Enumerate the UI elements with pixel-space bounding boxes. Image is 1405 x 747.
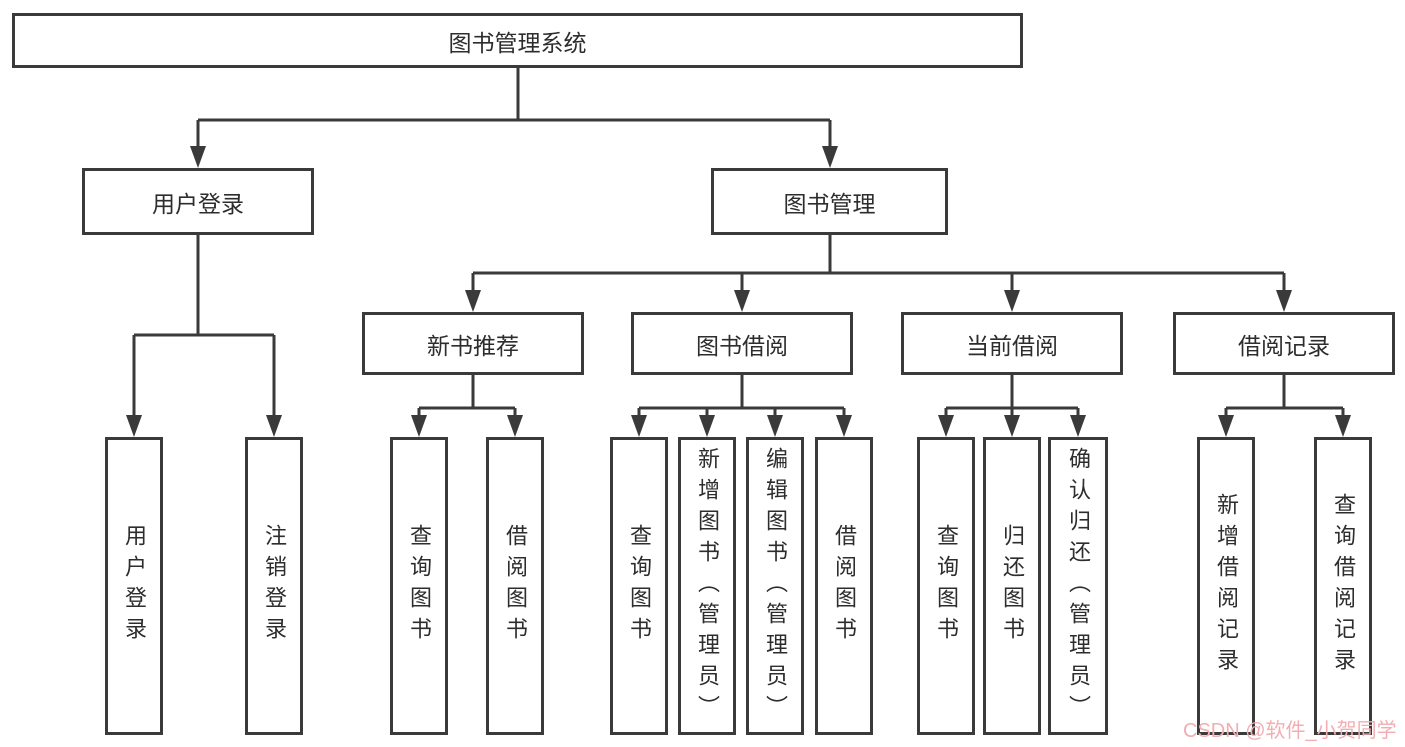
node-book-borrow: 图书借阅 [631,312,853,375]
leaf-confirm-return-admin-label: 确认归还（管理员） [1066,446,1091,726]
leaf-logout-label: 注销登录 [262,524,287,648]
node-book-borrow-label: 图书借阅 [696,332,788,359]
arrow-icon [1218,415,1234,437]
node-book-management-label: 图书管理 [783,190,876,217]
arrow-icon [631,415,647,437]
connector-current-branch [944,375,1080,419]
arrow-icon [126,415,142,437]
arrow-icon [411,415,427,437]
leaf-add-borrow-record: 新增借阅记录 [1197,437,1255,735]
arrow-icon [1004,415,1020,437]
leaf-edit-book-admin: 编辑图书（管理员） [746,437,804,735]
node-root: 图书管理系统 [12,13,1023,68]
leaf-confirm-return-admin: 确认归还（管理员） [1048,437,1108,735]
arrow-icon [767,415,783,437]
leaf-query-books-current: 查询图书 [917,437,975,735]
connector-borrow-branch [637,375,846,419]
leaf-add-borrow-record-label: 新增借阅记录 [1214,493,1239,679]
arrow-icon [190,146,206,168]
arrow-icon [734,290,750,312]
node-current-borrow: 当前借阅 [901,312,1123,375]
node-new-book-recommend-label: 新书推荐 [427,332,519,359]
connector-root-to-level2 [196,68,832,150]
leaf-query-books-recommend: 查询图书 [390,437,448,735]
arrow-icon [836,415,852,437]
leaf-add-book-admin-label: 新增图书（管理员） [695,446,720,726]
leaf-query-books-recommend-label: 查询图书 [407,524,432,648]
arrow-icon [699,415,715,437]
node-book-management: 图书管理 [711,168,948,235]
leaf-query-borrow-record-label: 查询借阅记录 [1331,493,1356,679]
connector-user-login-branch [132,235,276,419]
leaf-query-books-borrow-label: 查询图书 [627,524,652,648]
arrow-icon [938,415,954,437]
connector-book-mgmt-branch [471,235,1286,294]
leaf-query-borrow-record: 查询借阅记录 [1314,437,1372,735]
csdn-watermark: CSDN @软件_小贺同学 [1183,720,1397,742]
arrow-icon [507,415,523,437]
leaf-borrow-books-label: 借阅图书 [832,524,857,648]
node-borrow-records: 借阅记录 [1173,312,1395,375]
arrow-icon [822,146,838,168]
leaf-logout: 注销登录 [245,437,303,735]
leaf-user-login: 用户登录 [105,437,163,735]
node-user-login: 用户登录 [82,168,314,235]
node-current-borrow-label: 当前借阅 [966,332,1058,359]
leaf-query-books-current-label: 查询图书 [934,524,959,648]
connector-new-book-branch [417,375,517,419]
arrow-icon [1276,290,1292,312]
leaf-borrow-books: 借阅图书 [815,437,873,735]
connector-records-branch [1224,375,1345,419]
node-user-login-label: 用户登录 [152,190,244,217]
leaf-borrow-books-recommend: 借阅图书 [486,437,544,735]
leaf-return-book: 归还图书 [983,437,1041,735]
arrowheads [126,146,1351,437]
node-root-label: 图书管理系统 [448,29,587,56]
leaf-add-book-admin: 新增图书（管理员） [678,437,736,735]
arrow-icon [465,290,481,312]
arrow-icon [266,415,282,437]
leaf-edit-book-admin-label: 编辑图书（管理员） [763,446,788,726]
leaf-return-book-label: 归还图书 [1000,524,1025,648]
node-borrow-records-label: 借阅记录 [1238,332,1330,359]
arrow-icon [1070,415,1086,437]
arrow-icon [1335,415,1351,437]
leaf-borrow-books-recommend-label: 借阅图书 [503,524,528,648]
leaf-query-books-borrow: 查询图书 [610,437,668,735]
node-new-book-recommend: 新书推荐 [362,312,584,375]
arrow-icon [1004,290,1020,312]
leaf-user-login-label: 用户登录 [122,524,147,648]
